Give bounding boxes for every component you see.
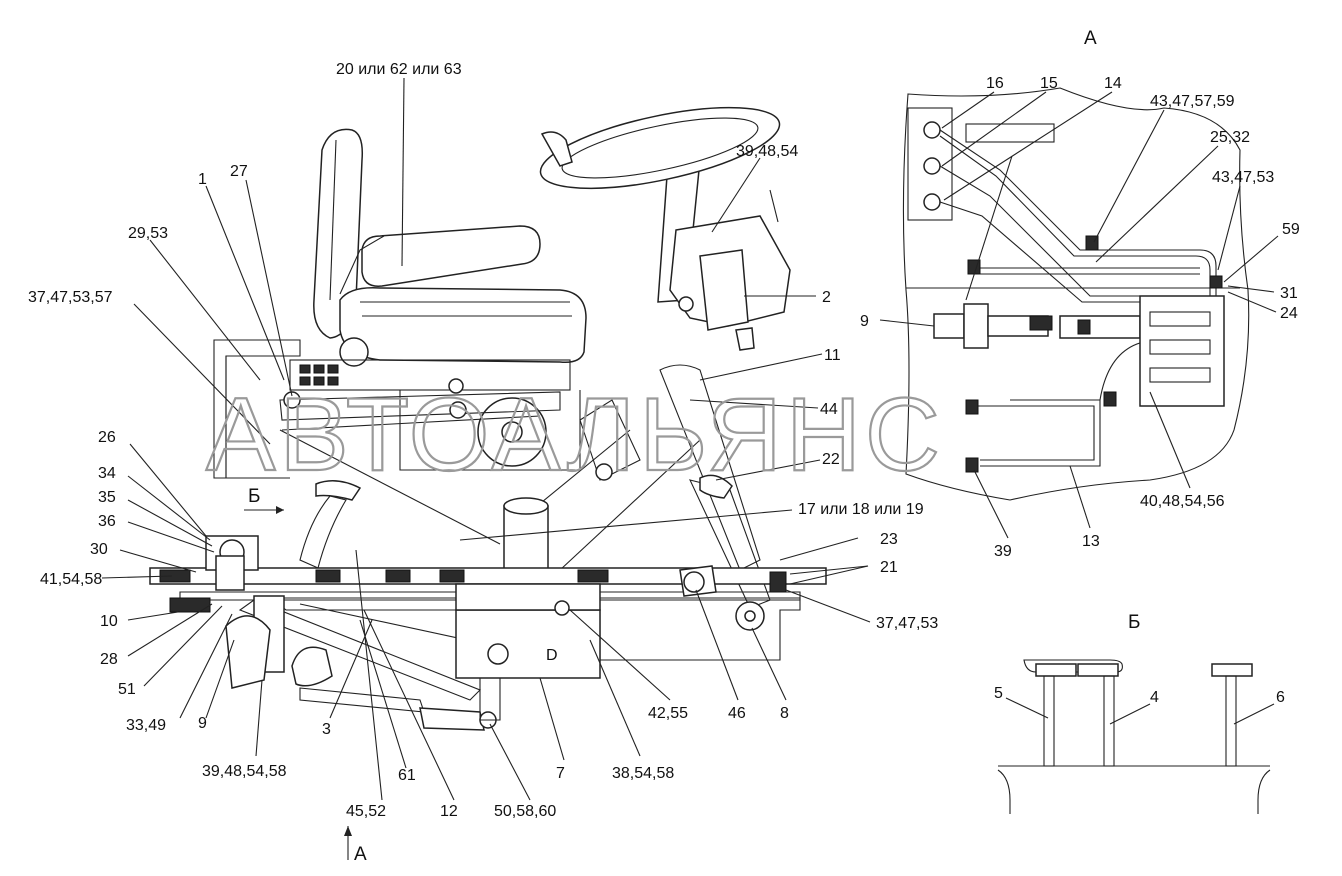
label-3: 3 — [322, 721, 331, 738]
label-34: 34 — [98, 465, 116, 482]
b-label-4: 4 — [1150, 689, 1159, 706]
label-33: 33,49 — [126, 717, 166, 734]
view-a: А — [860, 28, 1300, 560]
view-a-cylinder — [933, 313, 965, 339]
label-44: 44 — [820, 401, 838, 418]
arrow-b-label: Б — [248, 486, 260, 507]
label-45: 45,52 — [346, 803, 386, 820]
leader-lines — [101, 77, 871, 801]
label-22: 22 — [822, 451, 840, 468]
label-11: 11 — [824, 347, 841, 364]
label-46: 46 — [728, 705, 746, 722]
a-label-40: 40,48,54,56 — [1140, 493, 1225, 510]
label-27: 27 — [230, 163, 248, 180]
label-35: 35 — [98, 489, 116, 506]
label-20: 20 или 62 или 63 — [336, 61, 462, 78]
seat-cushion — [339, 287, 587, 364]
a-label-25: 25,32 — [1210, 129, 1250, 146]
label-9: 9 — [198, 715, 207, 732]
label-30: 30 — [90, 541, 108, 558]
armrest — [361, 225, 541, 287]
a-label-14: 14 — [1104, 75, 1122, 92]
center-cylinder — [503, 505, 549, 579]
view-a-callouts: 16 15 14 43,47,57,59 25,32 43,47,53 59 3… — [860, 75, 1300, 560]
a-label-9: 9 — [860, 313, 869, 330]
label-41: 41,54,58 — [40, 571, 102, 588]
view-b: Б 5 4 6 — [994, 612, 1285, 814]
a-label-43b: 43,47,53 — [1212, 169, 1274, 186]
view-a-title: А — [1084, 28, 1097, 49]
label-37b: 37,47,53 — [876, 615, 938, 632]
label-2: 2 — [822, 289, 831, 306]
label-42: 42,55 — [648, 705, 688, 722]
box-7 — [455, 609, 601, 679]
seat-grill — [299, 364, 339, 386]
svg-text:D: D — [546, 647, 558, 664]
label-38: 38,54,58 — [612, 765, 674, 782]
label-10: 10 — [100, 613, 118, 630]
label-39a: 39,48,54 — [736, 143, 798, 160]
label-7: 7 — [556, 765, 565, 782]
label-36: 36 — [98, 513, 116, 530]
label-29: 29,53 — [128, 225, 168, 242]
label-17: 17 или 18 или 19 — [798, 501, 924, 518]
label-50: 50,58,60 — [494, 803, 556, 820]
label-28: 28 — [100, 651, 118, 668]
a-label-39: 39 — [994, 543, 1012, 560]
label-51: 51 — [118, 681, 136, 698]
a-label-43a: 43,47,57,59 — [1150, 93, 1235, 110]
label-21: 21 — [880, 559, 898, 576]
view-a-outline — [902, 87, 1250, 501]
label-37a: 37,47,53,57 — [28, 289, 113, 306]
label-1: 1 — [198, 171, 207, 188]
label-26: 26 — [98, 429, 116, 446]
label-39b: 39,48,54,58 — [202, 763, 287, 780]
steering-wheel — [539, 106, 781, 190]
view-b-title: Б — [1128, 612, 1140, 633]
a-label-59: 59 — [1282, 221, 1300, 238]
floor-mat-strips — [159, 569, 609, 583]
arrow-a-label: А — [354, 844, 367, 865]
label-8: 8 — [780, 705, 789, 722]
main-view: D — [28, 61, 938, 865]
a-label-31: 31 — [1280, 285, 1298, 302]
main-callouts: 20 или 62 или 63 27 1 29,53 37,47,53,57 … — [28, 61, 938, 820]
watermark: АВТОАЛЬЯНС — [206, 377, 944, 493]
a-label-13: 13 — [1082, 533, 1100, 550]
b-label-6: 6 — [1276, 689, 1285, 706]
a-label-16: 16 — [986, 75, 1004, 92]
view-a-leader-lines — [879, 91, 1279, 539]
b-label-5: 5 — [994, 685, 1003, 702]
label-61: 61 — [398, 767, 416, 784]
a-label-24: 24 — [1280, 305, 1298, 322]
a-label-15: 15 — [1040, 75, 1058, 92]
label-23: 23 — [880, 531, 898, 548]
label-12: 12 — [440, 803, 458, 820]
